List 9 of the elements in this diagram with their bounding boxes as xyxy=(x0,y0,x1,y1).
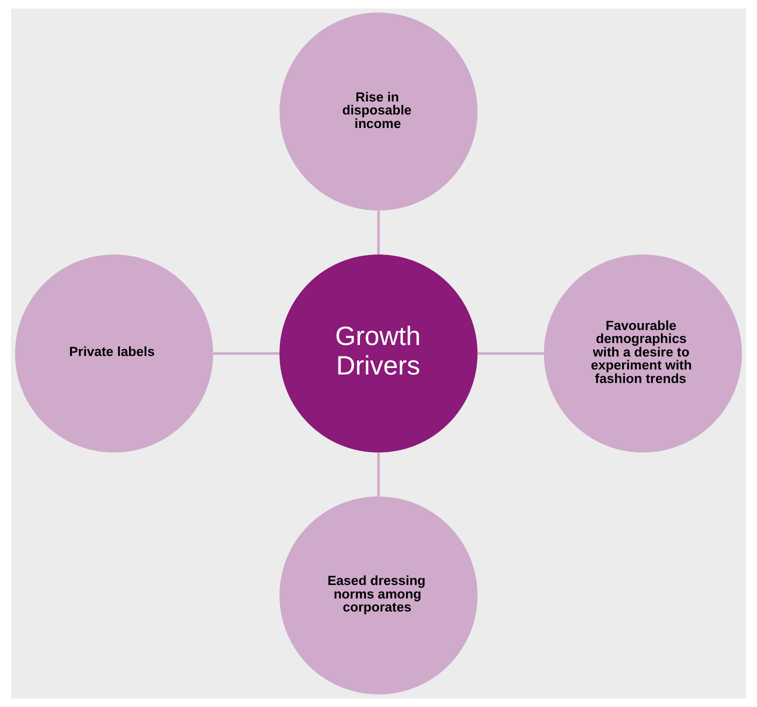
connector xyxy=(213,352,280,355)
node-circle: Growth Drivers xyxy=(279,254,478,453)
node-circle: Private labels xyxy=(15,254,214,453)
connector xyxy=(377,210,380,254)
node-circle: Favourable demographics with a desire to experiment with fashion trends xyxy=(544,254,742,453)
connector xyxy=(377,452,380,496)
connector xyxy=(478,352,544,355)
node-circle: Rise in disposable income xyxy=(279,12,478,211)
node-circle: Eased dressing norms among corporates xyxy=(279,496,478,694)
